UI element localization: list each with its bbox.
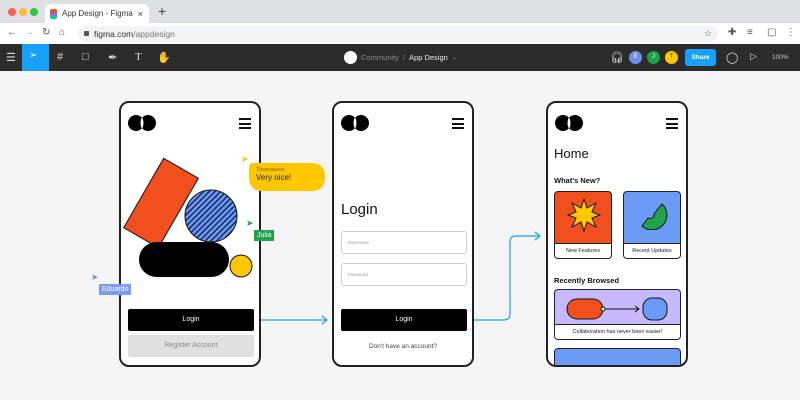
browser-menu-icon[interactable]: ⋮ (786, 27, 796, 38)
frame-home[interactable]: Home What's New? New Features Recent Upd… (546, 101, 688, 367)
tab-title: App Design - Figma (62, 9, 133, 18)
main-menu-icon[interactable]: ☰ (6, 52, 16, 64)
shape-tool-icon[interactable]: □ (82, 51, 89, 63)
hero-illustration (122, 157, 253, 278)
comment-bubble[interactable]: Thomasson Very nice! (249, 163, 325, 191)
login-title: Login (341, 201, 378, 218)
card-caption: Collaboration has never been easier! (555, 324, 680, 339)
avatar[interactable]: T (665, 51, 678, 64)
connector-2 (461, 231, 541, 325)
login-button[interactable]: Login (341, 309, 467, 331)
username-input[interactable]: Username (341, 231, 467, 254)
figma-logo-icon (344, 51, 357, 64)
avatar[interactable]: J (647, 51, 660, 64)
card-caption: Recent Updates (624, 243, 680, 258)
yellow-circle (229, 254, 253, 278)
card-new-features[interactable]: New Features (554, 191, 612, 259)
minimize-window-button[interactable] (19, 8, 27, 16)
back-icon[interactable]: ← (7, 27, 17, 38)
figma-toolbar: ☰ ➢ # □ ✒ T ✋ Community / App Design ⌄ 🎧… (0, 44, 800, 71)
browser-tab[interactable]: App Design - Figma × (45, 4, 149, 23)
comment-author: Thomasson (256, 167, 285, 173)
home-icon[interactable]: ⌂ (59, 27, 66, 38)
new-tab-icon[interactable]: + (158, 3, 167, 19)
orange-rectangle (122, 157, 200, 249)
whats-new-heading: What's New? (554, 176, 601, 185)
app-logo-icon (341, 115, 369, 131)
move-tool-button[interactable]: ➢ (22, 44, 49, 71)
cursor-eduardo-icon: ➤ (91, 272, 99, 282)
card-collaboration[interactable]: Collaboration has never been easier! (554, 289, 681, 340)
collaboration-illustration (566, 297, 668, 321)
zoom-level[interactable]: 100% (772, 54, 789, 61)
hand-tool-icon[interactable]: ✋ (157, 52, 171, 64)
password-input[interactable]: Password (341, 263, 467, 286)
login-button[interactable]: Login (128, 309, 254, 331)
file-name[interactable]: App Design (409, 53, 448, 62)
extensions-icon[interactable]: ✚ (728, 27, 737, 38)
hamburger-menu-icon[interactable] (666, 118, 678, 129)
present-play-icon[interactable]: ▷ (750, 51, 757, 61)
connector-1 (248, 315, 328, 325)
url-input[interactable]: figma.com/appdesign ☆ (78, 26, 718, 42)
url-path: /appdesign (133, 29, 175, 39)
cursor-thomasson-icon: ➤ (241, 154, 249, 164)
side-panel-icon[interactable]: ▢ (767, 27, 777, 38)
breadcrumb-separator: / (402, 53, 406, 62)
breadcrumb: Community / App Design ⌄ (344, 51, 457, 64)
pen-tool-icon[interactable]: ✒ (108, 52, 118, 64)
close-tab-icon[interactable]: × (137, 8, 143, 19)
text-tool-icon[interactable]: T (135, 51, 142, 63)
lock-icon (84, 31, 89, 36)
home-title: Home (554, 146, 589, 161)
card-caption: New Features (555, 243, 611, 258)
frame-tool-icon[interactable]: # (57, 51, 64, 63)
figma-favicon-icon (50, 8, 57, 19)
reload-icon[interactable]: ↻ (42, 27, 51, 38)
cursor-label-eduardo: Eduardo (99, 284, 132, 295)
green-half-circle-icon (641, 203, 668, 230)
maximize-window-button[interactable] (30, 8, 38, 16)
close-window-button[interactable] (8, 8, 16, 16)
share-button[interactable]: Share (685, 49, 716, 66)
headphones-icon[interactable]: 🎧︎ (610, 52, 624, 64)
card-recent-updates[interactable]: Recent Updates (623, 191, 681, 259)
breadcrumb-community[interactable]: Community (361, 53, 399, 62)
bookmark-star-icon[interactable]: ☆ (703, 28, 712, 38)
register-account-button[interactable]: Register Account (128, 335, 254, 357)
frame-welcome[interactable]: Login Register Account (119, 101, 261, 367)
cursor-label-julia: Julia (254, 230, 275, 241)
comment-text: Very nice! (256, 173, 292, 182)
cursor-arrow-icon: ➢ (29, 50, 38, 61)
black-pill (139, 242, 229, 277)
comment-icon[interactable]: ◯ (726, 52, 739, 64)
cursor-julia-icon: ➤ (246, 218, 254, 228)
recently-browsed-heading: Recently Browsed (554, 276, 620, 285)
hamburger-menu-icon[interactable] (239, 118, 251, 129)
star-burst-icon (567, 198, 601, 232)
hamburger-menu-icon[interactable] (452, 118, 464, 129)
frame-login[interactable]: Login Username Password Login Don't have… (332, 101, 474, 367)
striped-circle (184, 189, 238, 243)
reading-list-icon[interactable]: ≡ (747, 27, 753, 38)
browser-tab-bar: App Design - Figma × + (0, 0, 800, 23)
card-partial[interactable] (554, 348, 681, 365)
signup-link[interactable]: Don't have an account? (368, 343, 438, 350)
url-domain: figma.com (94, 29, 134, 39)
app-logo-icon (128, 115, 156, 131)
app-logo-icon (555, 115, 583, 131)
chevron-down-icon[interactable]: ⌄ (451, 55, 457, 61)
avatar[interactable]: E (629, 51, 642, 64)
forward-icon[interactable]: → (24, 27, 34, 38)
